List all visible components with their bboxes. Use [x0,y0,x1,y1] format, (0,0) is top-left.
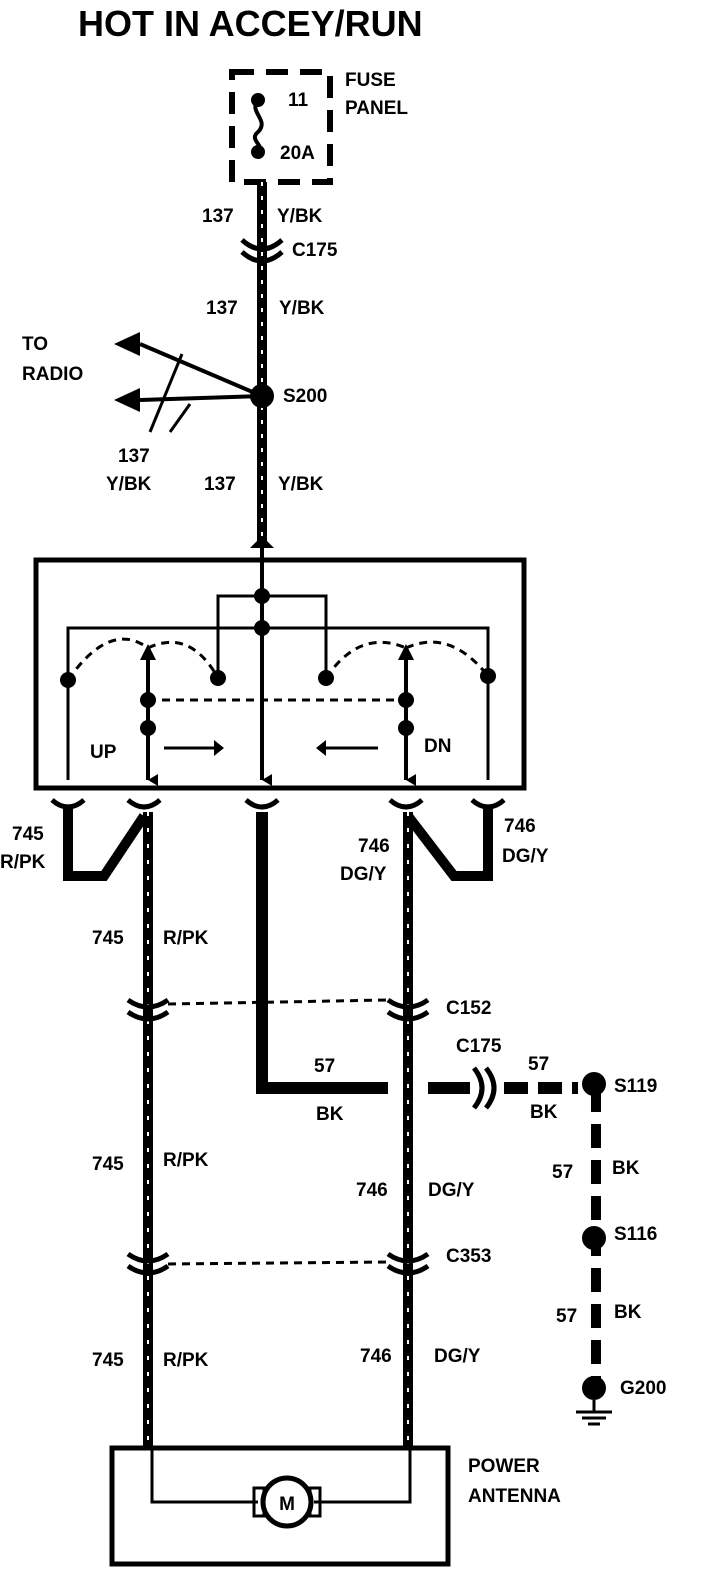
radio-wire-circuit: 137 [118,446,150,467]
wire-746-color-4: DG/Y [434,1346,481,1367]
power-antenna-label-line1: POWER [468,1456,540,1477]
splice-s116-label: S116 [614,1224,657,1245]
switch-up-label: UP [90,742,117,763]
wire-745-color-2: R/PK [163,928,209,949]
splice-s119-label: S119 [614,1076,657,1097]
wire-57-color-1: BK [316,1104,344,1125]
connector-c152-label: C152 [446,998,491,1019]
wire-745-color-4: R/PK [163,1350,209,1371]
wire-137-circuit-1: 137 [202,206,234,227]
wire-57-color-4: BK [614,1302,642,1323]
splice-s116-icon [582,1226,606,1250]
fuse-panel: 11 20A FUSE PANEL [229,69,408,185]
wire-137-color-3: Y/BK [278,474,324,495]
wire-57-circuit-4: 57 [556,1306,577,1327]
fuse-number: 11 [288,90,309,111]
radio-arrow-2-icon [114,388,140,412]
connector-c353-label: C353 [446,1246,491,1267]
wire-57-circuit-3: 57 [552,1162,573,1183]
connector-c353: C353 [126,1246,491,1276]
radio-wire-color: Y/BK [106,474,152,495]
wire-137-circuit-2: 137 [206,298,238,319]
connector-c175-ground: C175 [456,1036,502,1110]
wire-137 [139,182,267,548]
wire-745-circuit-2: 745 [92,928,124,949]
fuse-terminal-bottom-icon [251,145,265,159]
wire-57-circuit-1: 57 [314,1056,335,1077]
wire-746 [403,808,493,1448]
wire-57-color-2: BK [530,1102,558,1123]
motor-symbol: M [279,1494,295,1515]
fuse-element-icon [252,98,264,154]
wire-137-color-2: Y/BK [279,298,325,319]
wire-745-color-1: R/PK [0,852,46,873]
diagram-title: HOT IN ACCEY/RUN [78,3,423,44]
wire-745-color-3: R/PK [163,1150,209,1171]
connector-c175-ground-label: C175 [456,1036,502,1057]
switch-up-arrow-icon [214,740,224,756]
wire-746-circuit-2: 746 [504,816,536,837]
wire-745 [63,808,153,1448]
ground-g200-label: G200 [620,1378,666,1399]
wire-745-circuit-3: 745 [92,1154,124,1175]
wire-57 [256,812,601,1390]
wire-745-circuit-1: 745 [12,824,44,845]
power-antenna-motor: M [109,1445,451,1567]
splice-s119-icon [582,1072,606,1096]
wire-746-color-2: DG/Y [502,846,549,867]
fuse-panel-label-line2: PANEL [345,98,408,119]
fuse-rating: 20A [280,143,315,164]
motor-icon [260,1475,314,1529]
connector-c175-top-label: C175 [292,240,338,261]
splice-s200-label: S200 [283,386,327,407]
radio-arrow-1-icon [114,332,140,356]
to-radio-label-line1: TO [22,334,48,355]
wire-746-color-3: DG/Y [428,1180,475,1201]
ground-symbol-icon [576,1400,612,1426]
fuse-panel-label-line1: FUSE [345,70,396,91]
wire-746-circuit-1: 746 [358,836,390,857]
connector-c152: C152 [126,997,491,1022]
switch-output-connectors [50,798,506,810]
wire-746-color-1: DG/Y [340,864,387,885]
wire-746-circuit-4: 746 [360,1346,392,1367]
wire-746-circuit-3: 746 [356,1180,388,1201]
connector-c175-top: C175 [240,238,338,264]
to-radio-arrows [114,332,192,433]
wire-57-circuit-2: 57 [528,1054,549,1075]
switch-dn-arrow-icon [316,740,326,756]
splice-s200-icon [250,384,274,408]
to-radio-label-line2: RADIO [22,364,83,385]
wire-137-circuit-3: 137 [204,474,236,495]
antenna-switch: UP DN [33,536,527,791]
wire-57-color-3: BK [612,1158,640,1179]
power-antenna-label-line2: ANTENNA [468,1486,561,1507]
wire-137-color-1: Y/BK [277,206,323,227]
wire-745-circuit-4: 745 [92,1350,124,1371]
ground-g200-point-icon [582,1376,606,1400]
switch-dn-label: DN [424,736,451,757]
